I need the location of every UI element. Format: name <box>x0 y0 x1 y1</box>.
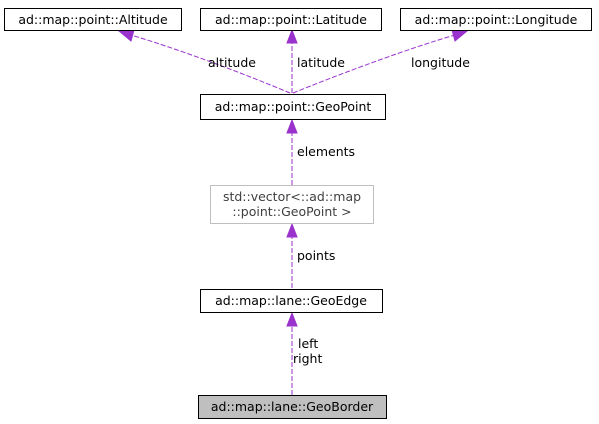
node-altitude-label: ad::map::point::Altitude <box>18 12 168 27</box>
edge-elements-label: elements <box>297 144 355 159</box>
edge-elements-arrowhead <box>286 118 298 134</box>
node-longitude-box <box>400 8 592 31</box>
edge-points: points <box>286 222 335 288</box>
node-geoedge[interactable]: ad::map::lane::GeoEdge <box>200 289 383 313</box>
node-latitude-box <box>200 8 382 31</box>
edge-latitude: latitude <box>286 28 345 93</box>
edge-longitude-arrowhead <box>451 29 469 42</box>
node-vector-label-line2: ::point::GeoPoint > <box>232 204 351 219</box>
edge-right-label: right <box>293 351 322 366</box>
node-vector-label-line1: std::vector<::ad::map <box>223 189 361 204</box>
node-longitude-label: ad::map::point::Longitude <box>415 12 578 27</box>
edge-altitude-label: altitude <box>208 55 256 70</box>
edge-altitude-arrowhead <box>117 29 135 42</box>
node-altitude[interactable]: ad::map::point::Altitude <box>4 8 182 31</box>
edge-longitude-label: longitude <box>411 55 470 70</box>
edge-altitude-line <box>130 34 291 94</box>
node-latitude[interactable]: ad::map::point::Latitude <box>200 8 382 31</box>
node-geoborder-box <box>198 395 387 419</box>
edge-points-label: points <box>297 248 335 263</box>
node-geopoint-box <box>200 94 386 120</box>
edge-altitude: altitude <box>117 29 291 94</box>
edge-points-arrowhead <box>286 222 298 238</box>
edge-latitude-arrowhead <box>286 28 298 44</box>
edge-elements: elements <box>286 118 355 185</box>
node-latitude-label: ad::map::point::Latitude <box>215 12 367 27</box>
node-longitude[interactable]: ad::map::point::Longitude <box>400 8 592 31</box>
node-altitude-box <box>4 8 182 31</box>
edge-left-right: left right <box>286 311 322 395</box>
node-vector[interactable]: std::vector<::ad::map ::point::GeoPoint … <box>210 185 374 224</box>
node-geopoint[interactable]: ad::map::point::GeoPoint <box>200 94 386 120</box>
node-geopoint-label: ad::map::point::GeoPoint <box>215 99 372 114</box>
node-geoborder[interactable]: ad::map::lane::GeoBorder <box>198 395 387 419</box>
node-geoedge-label: ad::map::lane::GeoEdge <box>215 293 367 308</box>
node-geoborder-label: ad::map::lane::GeoBorder <box>211 399 374 414</box>
edge-longitude-line <box>292 34 456 94</box>
edge-longitude: longitude <box>292 29 470 94</box>
node-geoedge-box <box>200 289 383 313</box>
edge-left-label: left <box>298 336 318 351</box>
node-vector-box <box>210 185 374 224</box>
edge-left-right-arrowhead <box>286 311 298 327</box>
edge-latitude-label: latitude <box>297 55 345 70</box>
